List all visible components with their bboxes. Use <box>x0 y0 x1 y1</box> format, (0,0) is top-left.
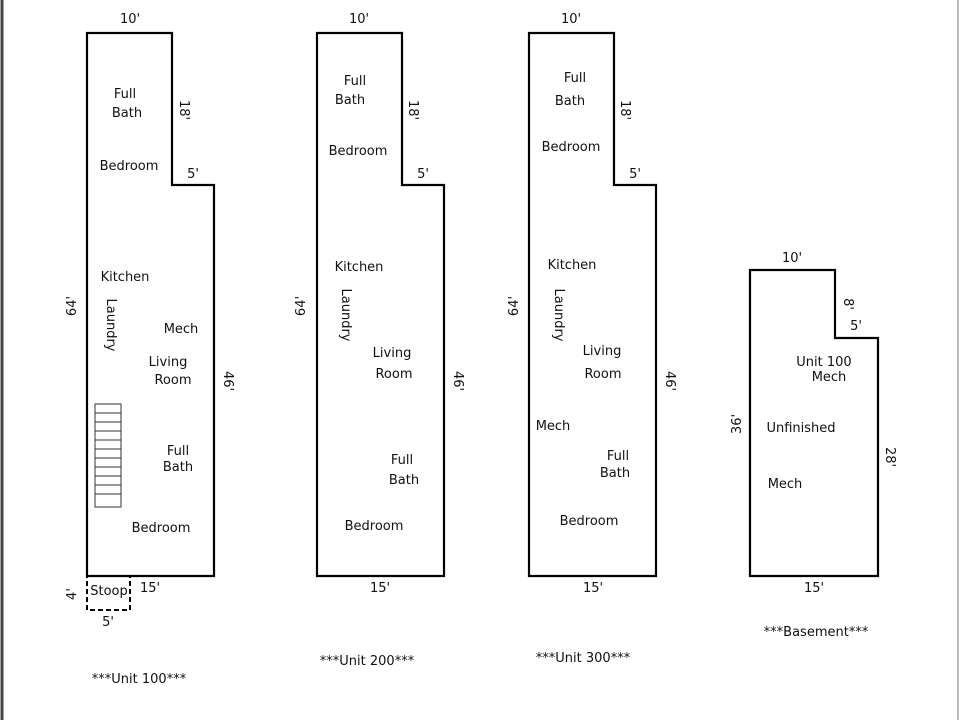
room-label: Full <box>564 71 586 86</box>
room-label: Laundry <box>551 289 566 342</box>
dim-notch-horizontal: 5' <box>187 167 199 182</box>
dim-bottom: 15' <box>140 581 160 596</box>
unit-200-outline <box>315 31 446 578</box>
dim-top: 10' <box>349 12 369 27</box>
room-label: Mech <box>536 419 571 434</box>
room-label: Bath <box>112 106 142 121</box>
room-label: Kitchen <box>335 260 384 275</box>
stoop-dim-vertical: 4' <box>65 588 80 600</box>
room-label: Unfinished <box>766 421 835 436</box>
dim-bottom: 15' <box>583 581 603 596</box>
unit-caption: ***Unit 100*** <box>92 672 187 687</box>
unit-300-outline <box>527 31 658 578</box>
dim-bottom: 15' <box>370 581 390 596</box>
room-label: Bath <box>335 93 365 108</box>
room-label: Full <box>114 87 136 102</box>
dim-top: 10' <box>120 12 140 27</box>
room-label: Room <box>375 367 412 382</box>
room-label: Room <box>154 373 191 388</box>
dim-left: 64' <box>65 296 80 316</box>
room-label: Bedroom <box>132 521 191 536</box>
dim-notch-horizontal: 5' <box>850 319 862 334</box>
unit-100-plan: 10' 18' 5' 64' 46' 15' Full Bath Bedroom… <box>65 12 235 687</box>
room-label: Living <box>373 346 412 361</box>
room-label: Mech <box>768 477 803 492</box>
room-label: Full <box>607 449 629 464</box>
room-label: Full <box>391 453 413 468</box>
dim-left: 64' <box>294 296 309 316</box>
room-label: Mech <box>164 322 199 337</box>
dim-notch-vertical: 18' <box>176 100 191 120</box>
dim-notch-vertical: 8' <box>840 298 855 310</box>
room-label: Full <box>344 74 366 89</box>
dim-notch-vertical: 18' <box>405 100 420 120</box>
room-label: Bedroom <box>542 140 601 155</box>
dim-notch-horizontal: 5' <box>629 167 641 182</box>
room-label: Bath <box>600 466 630 481</box>
stoop-outline <box>86 575 131 611</box>
room-label: Bedroom <box>560 514 619 529</box>
unit-caption: ***Unit 300*** <box>536 651 631 666</box>
unit-300-plan: 10' 18' 5' 64' 46' 15' Full Bath Bedroom… <box>507 12 677 666</box>
room-label: Laundry <box>338 289 353 342</box>
dim-top: 10' <box>561 12 581 27</box>
stoop-label: Stoop <box>90 584 128 599</box>
room-label: Full <box>167 444 189 459</box>
room-label: Living <box>149 355 188 370</box>
room-label: Bedroom <box>329 144 388 159</box>
room-label: Bath <box>555 94 585 109</box>
dim-bottom: 15' <box>804 581 824 596</box>
dim-right: 28' <box>882 447 897 467</box>
dim-right: 46' <box>450 371 465 391</box>
stoop-dim-horizontal: 5' <box>102 615 114 630</box>
unit-caption: ***Basement*** <box>764 625 869 640</box>
room-label: Bedroom <box>345 519 404 534</box>
room-label: Kitchen <box>548 258 597 273</box>
unit-caption: ***Unit 200*** <box>320 654 415 669</box>
room-label: Unit 100 <box>796 355 851 370</box>
dim-left: 36' <box>730 414 745 434</box>
dim-right: 46' <box>220 371 235 391</box>
unit-200-plan: 10' 18' 5' 64' 46' 15' Full Bath Bedroom… <box>294 12 465 669</box>
dim-notch-horizontal: 5' <box>417 167 429 182</box>
room-label: Room <box>584 367 621 382</box>
room-label: Kitchen <box>101 270 150 285</box>
dim-right: 46' <box>662 371 677 391</box>
basement-plan: 10' 8' 5' 36' 28' 15' Unit 100 Mech Unfi… <box>730 251 897 640</box>
basement-outline <box>748 268 880 578</box>
stairs <box>94 403 122 508</box>
room-label: Mech <box>812 370 847 385</box>
room-label: Laundry <box>103 299 118 352</box>
dim-top: 10' <box>782 251 802 266</box>
room-label: Bath <box>163 460 193 475</box>
dim-notch-vertical: 18' <box>617 100 632 120</box>
dim-left: 64' <box>507 296 522 316</box>
room-label: Living <box>583 344 622 359</box>
room-label: Bedroom <box>100 159 159 174</box>
room-label: Bath <box>389 473 419 488</box>
